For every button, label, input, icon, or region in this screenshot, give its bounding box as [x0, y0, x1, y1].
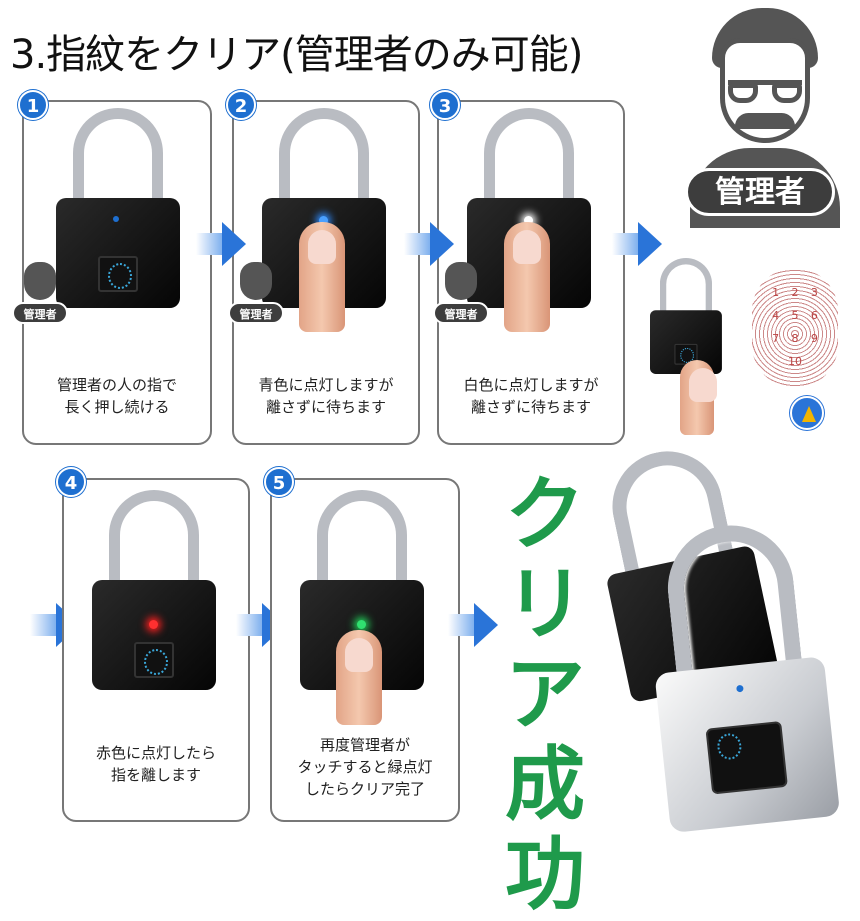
admin-avatar: 管理者 — [685, 8, 840, 228]
step-number-badge: 2 — [226, 90, 256, 120]
fingerprint-sensor — [134, 642, 174, 678]
arrow-right-icon — [612, 222, 662, 266]
led-indicator — [149, 620, 158, 629]
admin-badge: 管理者 — [685, 168, 835, 216]
mustache-icon — [735, 113, 795, 129]
padlock — [92, 490, 216, 690]
step-number-badge: 5 — [264, 467, 294, 497]
led-indicator — [113, 216, 119, 222]
step-caption: 白色に点灯しますが離さずに待ちます — [463, 376, 599, 416]
fingerprint-sensor — [98, 256, 138, 292]
finger — [504, 222, 550, 332]
step-caption: 再度管理者がタッチすると緑点灯したらクリア完了 — [297, 736, 433, 798]
step-panel-1: 管理者 管理者の人の指で長く押し続ける — [12, 100, 212, 445]
step-panel-3: 管理者 白色に点灯しますが離さずに待ちます — [433, 100, 625, 445]
step-panel-4: 赤色に点灯したら指を離します — [62, 478, 250, 822]
silver-padlock-product — [640, 517, 841, 834]
arrow-right-icon — [448, 603, 498, 647]
padlock — [56, 108, 180, 308]
makotoya-logo — [790, 396, 824, 430]
led-indicator — [736, 684, 744, 693]
admin-mini-icon: 管理者 — [433, 262, 489, 332]
step-number-badge: 1 — [18, 90, 48, 120]
step-panel-2: 管理者 青色に点灯しますが離さずに待ちます — [228, 100, 420, 445]
finger — [336, 630, 382, 725]
step-number-badge: 4 — [56, 467, 86, 497]
step-caption: 青色に点灯しますが離さずに待ちます — [258, 376, 394, 416]
step-caption: 管理者の人の指で長く押し続ける — [56, 376, 177, 416]
hand — [680, 360, 717, 435]
step-caption: 赤色に点灯したら指を離します — [95, 744, 216, 784]
page-title: 3.指紋をクリア(管理者のみ可能) — [10, 32, 583, 78]
led-indicator — [357, 620, 366, 629]
admin-mini-icon: 管理者 — [12, 262, 68, 332]
glasses-icon — [728, 80, 802, 103]
step-number-badge: 3 — [430, 90, 460, 120]
admin-mini-icon: 管理者 — [228, 262, 284, 332]
arrow-right-icon — [404, 222, 454, 266]
padlock-with-hand — [650, 258, 722, 374]
fingerprint-sensor — [705, 720, 788, 795]
step-panel-5: 再度管理者がタッチすると緑点灯したらクリア完了 — [270, 478, 460, 822]
led-indicator — [319, 216, 328, 225]
clear-success-text: クリア成功 — [505, 468, 585, 921]
led-indicator — [524, 216, 533, 225]
arrow-right-icon — [196, 222, 246, 266]
finger — [299, 222, 345, 332]
